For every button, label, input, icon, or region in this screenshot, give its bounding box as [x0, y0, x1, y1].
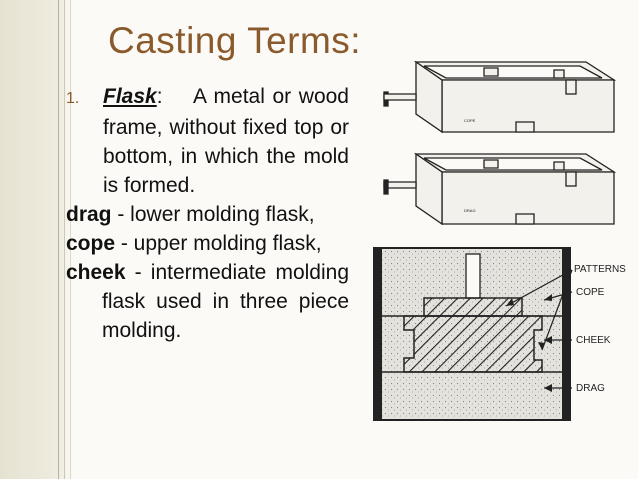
decorative-band	[0, 0, 72, 479]
flask-definition: 1. Flask: A metal or wood frame, without …	[66, 82, 349, 200]
definitions-list: 1. Flask: A metal or wood frame, without …	[66, 82, 349, 345]
cope-label: COPE	[576, 287, 605, 298]
item-number: 1.	[66, 90, 80, 107]
flask-diagram: COPE DRAG	[373, 60, 626, 421]
decorative-line	[64, 0, 65, 479]
flask-colon: :	[156, 85, 163, 108]
cope-definition: cope - upper molding flask,	[66, 229, 349, 258]
decorative-line	[70, 0, 71, 479]
patterns-label: PATTERNS	[574, 264, 626, 275]
drag-box-label: DRAG	[464, 208, 476, 213]
drag-box-drawing	[383, 152, 617, 226]
cheek-definition-text: - intermediate molding flask used in thr…	[102, 261, 349, 342]
drag-label: DRAG	[576, 383, 605, 394]
cope-definition-text: - upper molding flask,	[120, 232, 322, 255]
decorative-line	[58, 0, 59, 479]
mold-cross-section	[373, 247, 571, 421]
cope-term: cope	[66, 232, 116, 255]
flask-term: Flask	[103, 85, 157, 108]
cheek-term: cheek	[66, 261, 126, 284]
drag-definition: drag - lower molding flask,	[66, 200, 349, 229]
cheek-definition: cheek - intermediate molding flask used …	[66, 258, 349, 345]
drag-term: drag	[66, 203, 112, 226]
flask-figures: COPE DRAG	[366, 58, 634, 468]
cope-box-label: COPE	[464, 118, 476, 123]
flask-definition-text: A metal or wood frame, without fixed top…	[103, 85, 349, 197]
slide-title: Casting Terms:	[108, 20, 362, 61]
drag-definition-text: - lower molding flask,	[117, 203, 315, 226]
cheek-label: CHEEK	[576, 335, 611, 346]
leader-arrowheads	[506, 294, 552, 392]
cope-box-drawing	[383, 60, 617, 134]
